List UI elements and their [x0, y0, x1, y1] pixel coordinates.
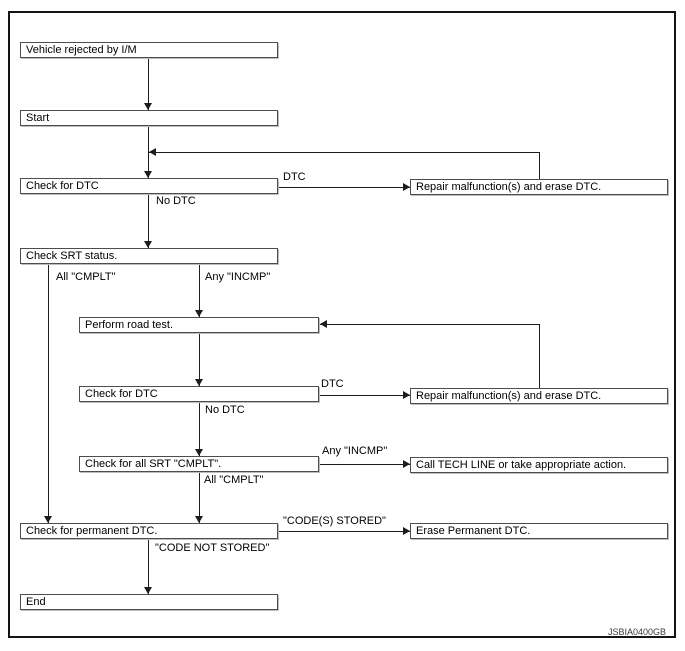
- node-check-permanent-dtc: Check for permanent DTC.: [20, 523, 278, 539]
- edge-label-any-incmp-2: Any "INCMP": [322, 445, 388, 457]
- connector-feedback1-horizontal: [149, 152, 540, 153]
- connector-checkdtc1-to-checksrt: [148, 194, 149, 248]
- connector-checkallsrt-to-permanent: [199, 472, 200, 523]
- node-check-all-srt-cmplt: Check for all SRT "CMPLT".: [79, 456, 319, 472]
- arrowhead-into-end: [144, 587, 152, 594]
- edge-label-dtc-1: DTC: [283, 171, 306, 183]
- diagram-border: [8, 11, 676, 638]
- connector-checkdtc2-to-checkallsrt: [199, 402, 200, 456]
- connector-checkdtc1-to-repair1: [278, 187, 410, 188]
- connector-checksrt-to-permanent: [48, 264, 49, 523]
- node-start: Start: [20, 110, 278, 126]
- arrowhead-feedback2-into-roadtest: [320, 320, 327, 328]
- connector-vehicle-to-start: [148, 58, 149, 110]
- connector-permanent-to-erase: [278, 531, 410, 532]
- edge-label-any-incmp-1: Any "INCMP": [205, 271, 271, 283]
- connector-feedback1-vertical: [539, 152, 540, 179]
- connector-feedback2-horizontal: [320, 324, 540, 325]
- node-repair-malfunction-1: Repair malfunction(s) and erase DTC.: [410, 179, 668, 195]
- connector-checkallsrt-to-techline: [320, 464, 410, 465]
- edge-label-all-cmplt-2: All "CMPLT": [204, 474, 264, 486]
- edge-label-codes-stored: "CODE(S) STORED": [283, 515, 386, 527]
- node-erase-permanent-dtc: Erase Permanent DTC.: [410, 523, 668, 539]
- arrowhead-into-checkdtc2: [195, 379, 203, 386]
- edge-label-no-dtc-1: No DTC: [156, 195, 196, 207]
- arrowhead-into-repair1: [403, 183, 410, 191]
- connector-roadtest-to-checkdtc2: [199, 333, 200, 386]
- arrowhead-feedback1-merge: [149, 148, 156, 156]
- arrowhead-into-repair2: [403, 391, 410, 399]
- node-vehicle-rejected: Vehicle rejected by I/M: [20, 42, 278, 58]
- arrowhead-into-techline: [403, 460, 410, 468]
- edge-label-code-not-stored: "CODE NOT STORED": [155, 542, 270, 554]
- connector-checkdtc2-to-repair2: [320, 395, 410, 396]
- arrowhead-into-permanent-left: [44, 516, 52, 523]
- node-call-tech-line: Call TECH LINE or take appropriate actio…: [410, 457, 668, 473]
- connector-checksrt-to-roadtest: [199, 264, 200, 317]
- figure-id-watermark: JSBIA0400GB: [607, 627, 666, 637]
- arrowhead-into-checkallsrt: [195, 449, 203, 456]
- edge-label-no-dtc-2: No DTC: [205, 404, 245, 416]
- connector-feedback2-vertical: [539, 324, 540, 388]
- node-check-for-dtc-2: Check for DTC: [79, 386, 319, 402]
- arrowhead-into-erase: [403, 527, 410, 535]
- edge-label-all-cmplt-1: All "CMPLT": [56, 271, 116, 283]
- node-check-srt-status: Check SRT status.: [20, 248, 278, 264]
- edge-label-dtc-2: DTC: [321, 378, 344, 390]
- node-check-for-dtc-1: Check for DTC: [20, 178, 278, 194]
- arrowhead-into-permanent-center: [195, 516, 203, 523]
- arrowhead-into-checkdtc1: [144, 171, 152, 178]
- arrowhead-into-start: [144, 103, 152, 110]
- node-repair-malfunction-2: Repair malfunction(s) and erase DTC.: [410, 388, 668, 404]
- connector-permanent-to-end: [148, 540, 149, 594]
- node-end: End: [20, 594, 278, 610]
- arrowhead-into-checksrt: [144, 241, 152, 248]
- connector-start-to-checkdtc1: [148, 126, 149, 178]
- arrowhead-into-roadtest: [195, 310, 203, 317]
- node-perform-road-test: Perform road test.: [79, 317, 319, 333]
